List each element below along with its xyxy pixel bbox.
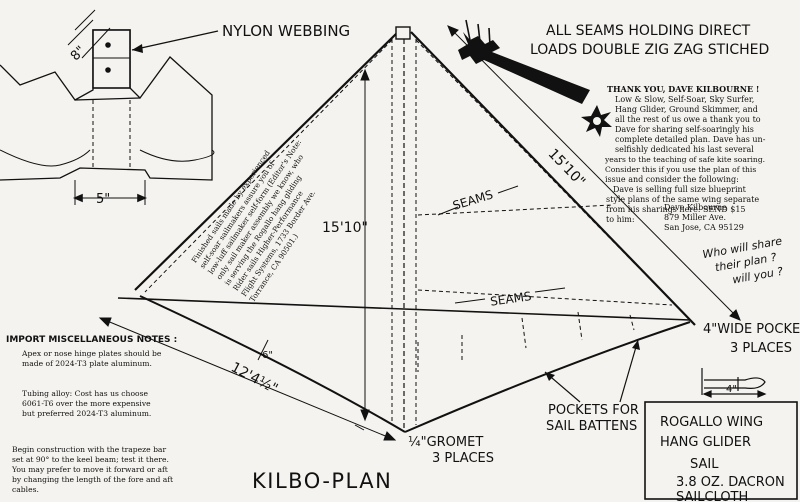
notes-tubing-line: Tubing alloy: Cost has us choose xyxy=(22,389,148,398)
starburst-icon xyxy=(581,105,612,137)
thanks-line: all the rest of us owe a thank you to xyxy=(615,115,761,124)
address-line: Dave Kilbourne xyxy=(664,203,727,212)
big-arrow xyxy=(458,19,590,104)
battens-label-2: SAIL BATTENS xyxy=(546,419,637,434)
thanks-line: issue and consider the following: xyxy=(605,175,739,184)
pocket-dim-label: 4" xyxy=(726,384,737,395)
nylon-webbing-label: NYLON WEBBING xyxy=(222,22,350,40)
gromet-label-1: ¼"GROMET xyxy=(408,435,483,450)
thanks-line: style plans of the same wing separate xyxy=(606,195,759,204)
address-line: San Jose, CA 95129 xyxy=(664,223,744,232)
thanks-line: complete detailed plan. Dave has un- xyxy=(615,135,766,144)
notes-tubing-line: 6061-T6 over the more expensive xyxy=(22,399,151,408)
notes-construction-line: cables. xyxy=(12,485,39,494)
notes-construction-line: by changing the length of the fore and a… xyxy=(12,475,173,484)
nose-plate-detail xyxy=(0,9,215,205)
trailing-edge-length-label: 12'4½" xyxy=(228,359,280,397)
thanks-line: Dave is selling full size blueprint xyxy=(613,185,747,194)
thanks-line: Consider this if you use the plan of thi… xyxy=(605,165,756,174)
thanks-line: Low & Slow, Self-Soar, Sky Surfer, xyxy=(615,95,754,104)
notes-construction-line: You may prefer to move it forward or aft xyxy=(11,465,168,474)
title-line-2: HANG GLIDER xyxy=(660,435,751,450)
notes-heading: IMPORT MISCELLANEOUS NOTES : xyxy=(6,335,177,345)
thanks-line: to him: xyxy=(606,215,635,224)
notes-apex-line: Apex or nose hinge plates should be xyxy=(21,349,162,358)
thanks-line: selfishly dedicated his last several xyxy=(615,145,754,154)
sail-outline xyxy=(98,25,741,441)
notes-apex-line: made of 2024-T3 plate aluminum. xyxy=(22,359,152,368)
thanks-line: years to the teaching of safe kite soari… xyxy=(604,155,765,164)
dim-5-label: 5" xyxy=(96,192,110,207)
notes-construction-line: Begin construction with the trapeze bar xyxy=(12,445,166,454)
leading-edge-length-label: 15'10" xyxy=(545,146,588,190)
misc-notes: IMPORT MISCELLANEOUS NOTES : Apex or nos… xyxy=(6,335,177,494)
title-block: ROGALLO WING HANG GLIDER SAIL 3.8 OZ. DA… xyxy=(644,401,798,502)
thanks-line: THANK YOU, DAVE KILBOURNE ! xyxy=(607,84,759,94)
thanks-line: from his sharings here. SEND $15 xyxy=(606,205,746,214)
thank-you-note: THANK YOU, DAVE KILBOURNE ! Low & Slow, … xyxy=(604,84,766,232)
thanks-line: Dave for sharing self-soaringly his xyxy=(615,125,754,134)
notes-tubing-line: but preferred 2024-T3 aluminum. xyxy=(22,409,151,418)
keel-length-label: 15'10" xyxy=(322,220,368,236)
seams-note-line-1: ALL SEAMS HOLDING DIRECT xyxy=(546,23,751,39)
title-line-4: 3.8 OZ. DACRON xyxy=(676,475,785,490)
gromet-label-2: 3 PLACES xyxy=(432,451,494,466)
notes-construction-line: set at 90° to the keel beam; test it the… xyxy=(12,455,169,464)
share-note: Who will share their plan ? will you ? xyxy=(702,234,785,286)
plan-name-label: KILBO-PLAN xyxy=(252,469,392,493)
address-line: 879 Miller Ave. xyxy=(664,213,726,222)
dim-6-label: 6" xyxy=(262,350,273,361)
title-line-1: ROGALLO WING xyxy=(660,415,763,430)
pocket-label-2: 3 PLACES xyxy=(730,341,792,356)
seams-note-line-2: LOADS DOUBLE ZIG ZAG STICHED xyxy=(530,42,769,58)
dim-8-label: 8" xyxy=(68,43,89,64)
pocket-label-1: 4"WIDE POCKET xyxy=(703,322,800,337)
title-line-3: SAIL xyxy=(690,457,719,472)
seams-lower-label: SEAMS xyxy=(489,289,532,309)
seam-annotation-upper: SEAMS xyxy=(437,185,519,216)
seams-upper-label: SEAMS xyxy=(451,187,495,212)
pocket-detail xyxy=(701,368,767,398)
battens-label-1: POCKETS FOR xyxy=(548,403,639,418)
seam-annotation-lower: SEAMS xyxy=(454,287,566,309)
title-line-5: SAILCLOTH xyxy=(676,490,748,502)
thanks-line: Hang Glider, Ground Skimmer, and xyxy=(615,105,758,114)
